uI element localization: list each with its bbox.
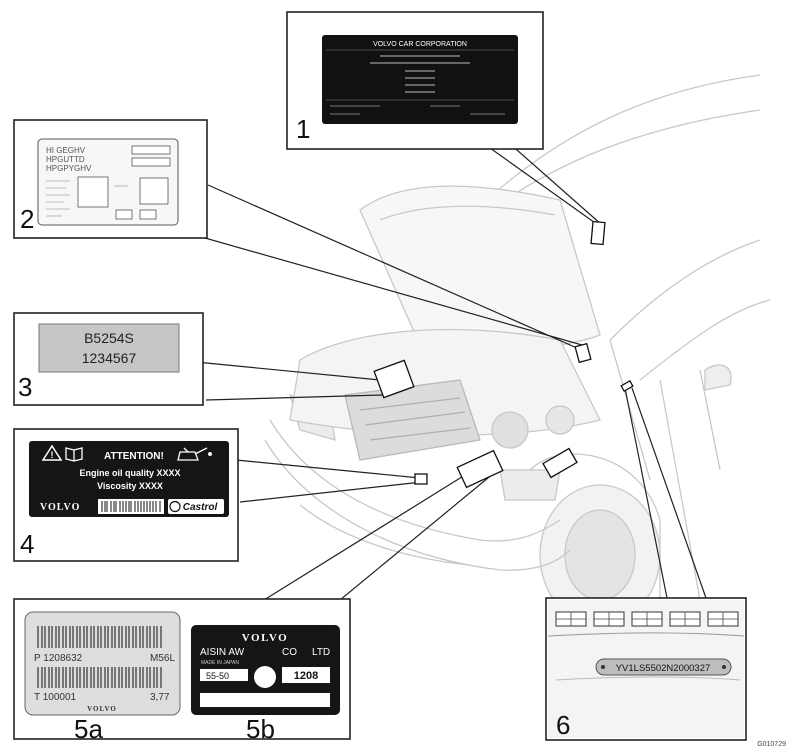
blank-field — [200, 693, 330, 707]
callout-2: HI GEGHV HPGUTTD HPGPYGHV 2 — [13, 119, 208, 239]
ratio-text: 3,77 — [150, 692, 170, 703]
decal-markers — [373, 220, 634, 489]
marker-1 — [590, 220, 606, 246]
code-right-box — [282, 667, 330, 683]
serial-5a-text: T 100001 — [34, 692, 77, 703]
marker-5 — [456, 449, 504, 489]
barcode-5a-bottom — [37, 667, 162, 688]
code-right-text: 1208 — [294, 670, 318, 682]
engine-number-decal — [38, 323, 180, 373]
decal4-volvo-logo: VOLVO — [40, 502, 80, 513]
leader-lines — [195, 134, 707, 601]
callout-label-2: 2 — [20, 204, 34, 234]
maker-text-2: CO — [282, 647, 297, 658]
castrol-logo — [168, 499, 224, 514]
figure-code: G010729 — [757, 741, 786, 748]
castrol-text: Castrol — [183, 502, 218, 513]
engine-serial-text: 1234567 — [82, 350, 137, 366]
decal5b-volvo-logo: VOLVO — [242, 632, 288, 644]
attention-text: ATTENTION! — [104, 451, 164, 462]
engine-type-text: B5254S — [84, 330, 134, 346]
vin-text: YV1LS5502N2000327 — [616, 663, 711, 674]
viscosity-text: Viscosity XXXX — [97, 481, 163, 491]
car-illustration — [264, 74, 771, 626]
oil-quality-text: Engine oil quality XXXX — [79, 468, 180, 478]
gearbox-model-text: M56L — [150, 653, 175, 664]
decal2-line-1: HI GEGHV — [46, 146, 86, 155]
warning-triangle-icon — [41, 444, 63, 461]
plate-company: VOLVO CAR CORPORATION — [373, 41, 467, 48]
vin-plate — [595, 658, 732, 676]
decal4-barcode — [98, 499, 164, 514]
callout-label-4: 4 — [20, 529, 34, 559]
gearbox-decal-5a — [24, 611, 181, 716]
callout-label-1: 1 — [296, 114, 310, 144]
inspection-circle — [254, 666, 276, 688]
part-number-text: P 1208632 — [34, 653, 83, 664]
oil-can-icon — [177, 447, 212, 461]
callout-3: B5254S 1234567 3 — [13, 312, 204, 406]
code-left-box — [200, 669, 248, 681]
callout-4: ! ATTENTION! Engine oil quality XXXX Vis… — [13, 428, 239, 562]
marker-3 — [373, 359, 415, 399]
vehicle-id-plate — [322, 35, 518, 124]
callout-5: P 1208632 M56L T 100001 3,77 VOLVO 5a — [13, 598, 351, 744]
decal5a-volvo-logo: VOLVO — [87, 705, 117, 713]
callout-label-3: 3 — [18, 372, 32, 402]
callout-label-5b: 5b — [246, 714, 275, 744]
marker-6 — [620, 380, 634, 392]
marker-5-b — [542, 447, 578, 479]
made-in-text: MADE IN JAPAN — [201, 660, 239, 666]
code-left-text: 55-50 — [206, 671, 229, 681]
decal2-line-2: HPGUTTD — [46, 155, 85, 164]
marker-2 — [574, 342, 592, 364]
callout-6: YV1LS5502N2000327 6 — [545, 597, 747, 741]
decal2-line-3: HPGPYGHV — [46, 164, 92, 173]
callout-label-6: 6 — [556, 710, 570, 740]
marker-4 — [414, 473, 428, 485]
plate-text-lines — [370, 55, 470, 93]
svg-text:!: ! — [51, 450, 54, 460]
maker-text-3: LTD — [312, 647, 330, 658]
barcode-5a-top — [37, 626, 162, 648]
manual-book-icon — [65, 447, 83, 462]
callout-1: VOLVO CAR CORPORATION 1 — [286, 11, 544, 150]
maker-text-1: AISIN AW — [200, 647, 245, 658]
callout-label-5a: 5a — [74, 714, 103, 744]
